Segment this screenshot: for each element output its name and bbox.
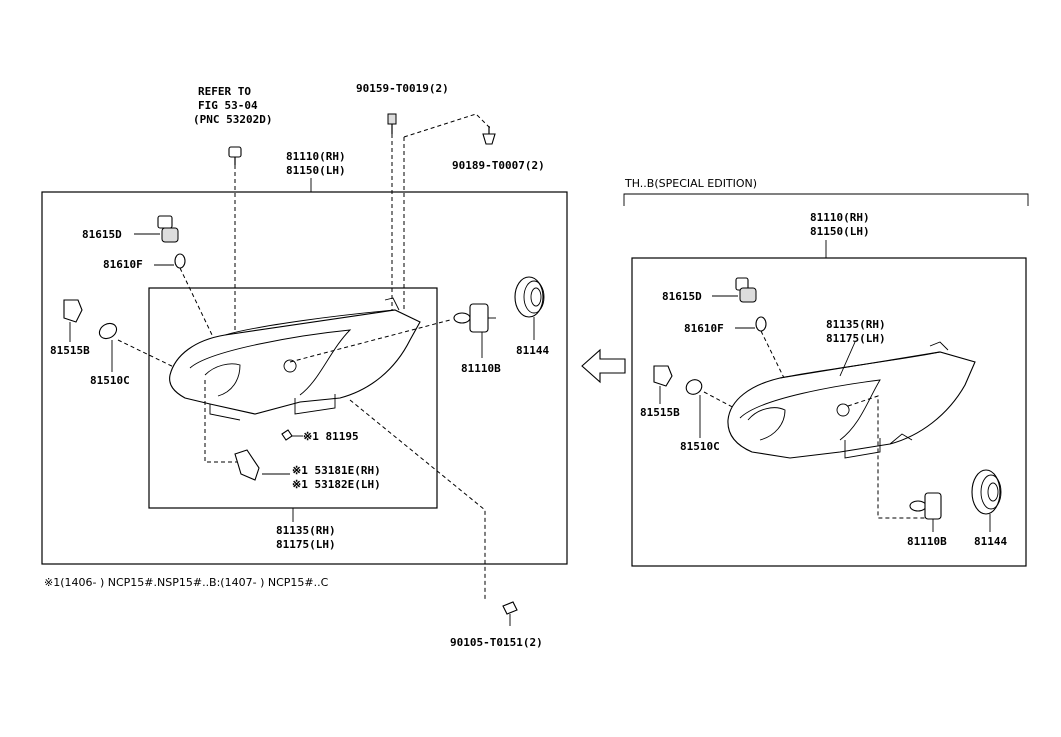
left-arrow-icon xyxy=(581,348,626,384)
right-81135-label: 81135(RH) xyxy=(826,318,886,331)
refer-to-label: REFER TO xyxy=(198,85,251,98)
left-top-rh-label: 81110(RH) xyxy=(286,150,346,163)
left-81515b-label: 81515B xyxy=(50,344,90,357)
right-81144-label: 81144 xyxy=(974,535,1007,548)
part-90159-label: 90159-T0019(2) xyxy=(356,82,449,95)
headlamp-assembly-icon xyxy=(727,341,976,459)
right-box xyxy=(631,257,1027,567)
right-top-lh-label: 81150(LH) xyxy=(810,225,870,238)
bulb-socket-icon xyxy=(712,277,757,303)
refer-pnc-label: (PNC 53202D) xyxy=(193,113,272,126)
special-edition-label: TH..B(SPECIAL EDITION) xyxy=(624,177,757,190)
bracket-icon xyxy=(234,449,290,481)
screw-icon xyxy=(228,146,242,165)
screw-icon xyxy=(281,429,303,441)
left-81144-label: 81144 xyxy=(516,344,549,357)
part-90105-label: 90105-T0151(2) xyxy=(450,636,543,649)
left-bottom-lh-label: 81175(LH) xyxy=(276,538,336,551)
left-53181e-label: ※1 53181E(RH) xyxy=(292,464,381,477)
left-outer-box xyxy=(41,191,568,565)
bulb-icon xyxy=(685,379,703,438)
bulb-icon xyxy=(453,303,496,358)
bulb-socket-icon xyxy=(63,299,83,342)
bulb-icon xyxy=(909,492,942,532)
bulb-socket-icon xyxy=(134,215,179,243)
part-90189-label: 90189-T0007(2) xyxy=(452,159,545,172)
right-81510c-label: 81510C xyxy=(680,440,720,453)
bulb-icon xyxy=(98,322,118,372)
rubber-cover-icon xyxy=(514,276,545,340)
right-81175-label: 81175(LH) xyxy=(826,332,886,345)
footnote-text: ※1(1406- ) NCP15#.NSP15#..B:(1407- ) NCP… xyxy=(44,576,329,589)
left-81195-label: ※1 81195 xyxy=(303,430,359,443)
screw-icon xyxy=(482,126,496,145)
left-bottom-rh-label: 81135(RH) xyxy=(276,524,336,537)
headlamp-assembly-icon xyxy=(169,297,421,421)
rubber-cover-icon xyxy=(971,469,1002,532)
refer-fig-label: FIG 53-04 xyxy=(198,99,258,112)
left-53182e-label: ※1 53182E(LH) xyxy=(292,478,381,491)
bulb-socket-icon xyxy=(653,365,673,404)
right-81515b-label: 81515B xyxy=(640,406,680,419)
bulb-icon xyxy=(735,316,767,332)
left-81110b-label: 81110B xyxy=(461,362,501,375)
left-81615d-label: 81615D xyxy=(82,228,122,241)
left-top-lh-label: 81150(LH) xyxy=(286,164,346,177)
screw-icon xyxy=(502,601,518,626)
left-81610f-label: 81610F xyxy=(103,258,143,271)
bulb-icon xyxy=(154,253,186,269)
right-81610f-label: 81610F xyxy=(684,322,724,335)
right-81110b-label: 81110B xyxy=(907,535,947,548)
right-81615d-label: 81615D xyxy=(662,290,702,303)
left-81510c-label: 81510C xyxy=(90,374,130,387)
screw-icon xyxy=(387,113,397,134)
right-top-rh-label: 81110(RH) xyxy=(810,211,870,224)
